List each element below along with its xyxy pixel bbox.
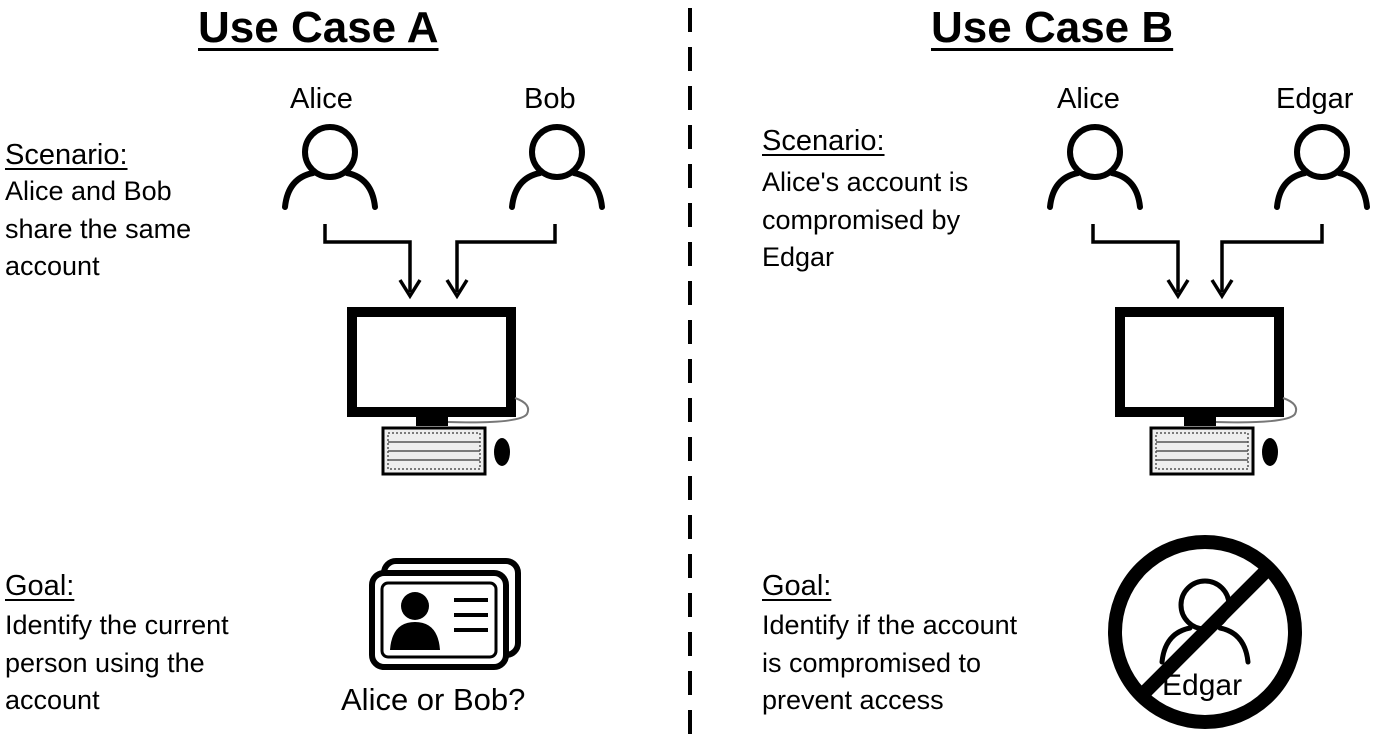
alice-or-bob-caption: Alice or Bob? (341, 682, 526, 717)
goal-heading-a: Goal: (5, 570, 75, 602)
user-edgar-label: Edgar (1276, 83, 1354, 115)
id-card-icon (369, 558, 521, 670)
blocked-user-label: Edgar (1162, 669, 1243, 702)
goal-heading-b: Goal: (762, 570, 832, 602)
desktop-computer-icon (347, 307, 530, 476)
arrow-bob-to-computer (445, 224, 557, 300)
scenario-heading-b: Scenario: (762, 125, 885, 157)
user-alice-label-b: Alice (1057, 83, 1120, 115)
goal-text-b: Identify if the account is compromised t… (762, 610, 1018, 715)
user-icon (1274, 124, 1370, 210)
user-icon (282, 124, 378, 210)
scenario-heading-a: Scenario: (5, 139, 128, 171)
arrow-edgar-to-computer (1210, 224, 1324, 300)
scenario-text-b: Alice's account is compromised by Edgar (762, 167, 969, 272)
user-alice-label-a: Alice (290, 83, 353, 115)
use-case-a-title: Use Case A (198, 3, 439, 52)
user-bob-label: Bob (524, 83, 576, 115)
scenario-text-a: Alice and Bob share the same account (5, 176, 192, 281)
no-entry-icon (1108, 535, 1302, 729)
arrow-alice-to-computer-b (1091, 224, 1190, 300)
user-icon (509, 124, 605, 210)
use-case-b-title: Use Case B (931, 3, 1174, 52)
goal-text-a: Identify the current person using the ac… (5, 610, 229, 715)
desktop-computer-icon (1115, 307, 1298, 476)
user-icon (1047, 124, 1143, 210)
arrow-alice-to-computer (323, 224, 422, 300)
